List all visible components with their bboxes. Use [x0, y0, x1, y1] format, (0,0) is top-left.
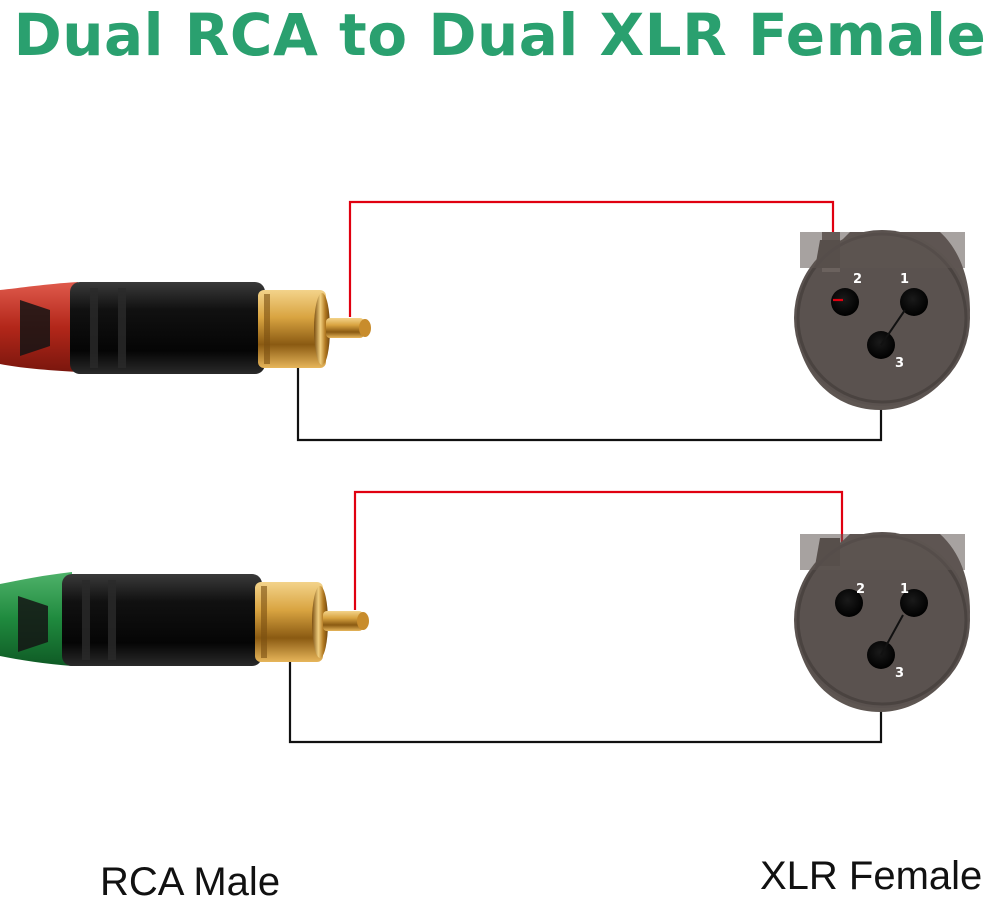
xlr-pin-hole-2-top: [831, 288, 859, 316]
xlr-pin-label-2-bottom: 2: [856, 582, 865, 597]
xlr-female-top: 2 1 3: [794, 230, 970, 410]
xlr-pin-hole-1-bottom: [900, 589, 928, 617]
xlr-pin-label-1-bottom: 1: [900, 582, 909, 597]
rca-plug-green: [0, 572, 369, 666]
xlr-pin-label-3-bottom: 3: [895, 666, 904, 681]
xlr-pin-label-2-top: 2: [853, 272, 862, 287]
rca-plug-red: [0, 282, 371, 374]
ground-wire-bottom: [288, 660, 883, 744]
connector-pair-top: 2 1 3: [0, 200, 970, 442]
rca-male-label: RCA Male: [100, 860, 281, 900]
xlr-pin-label-3-top: 3: [895, 356, 904, 371]
diagram-title: Dual RCA to Dual XLR Female: [13, 1, 987, 69]
xlr-pin-hole-1-top: [900, 288, 928, 316]
ground-wire-top: [296, 345, 883, 442]
signal-wire-bottom: [353, 490, 844, 610]
xlr-pin-hole-2-bottom: [835, 589, 863, 617]
xlr-female-label: XLR Female: [760, 854, 983, 898]
connector-pair-bottom: 2 1 3: [0, 490, 970, 744]
xlr-pin-label-1-top: 1: [900, 272, 909, 287]
signal-wire-top: [348, 200, 835, 317]
xlr-female-bottom: 2 1 3: [794, 532, 970, 712]
